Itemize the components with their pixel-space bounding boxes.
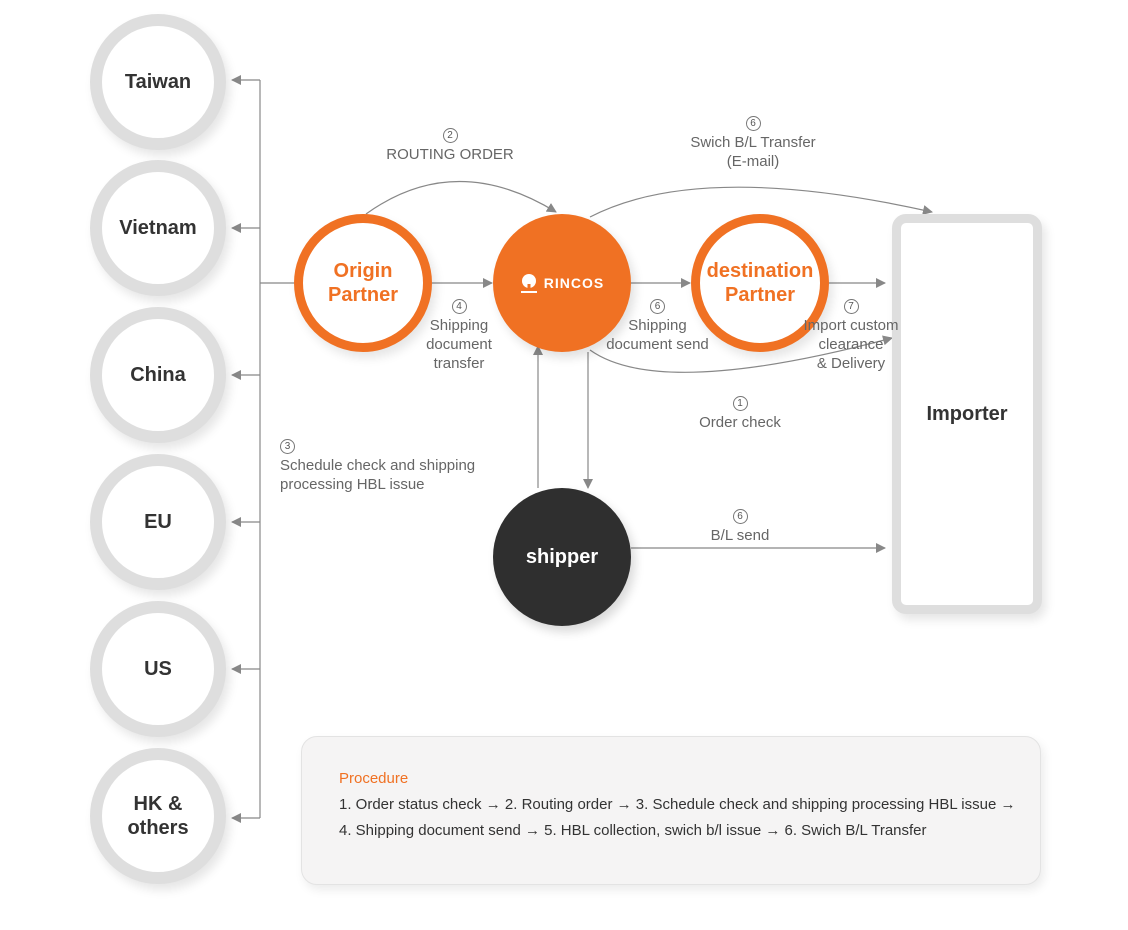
arc-swich-bl [589, 186, 933, 218]
label-routing-order: 2 ROUTING ORDER [386, 128, 514, 163]
procedure-box: Procedure 1. Order status check → 2. Rou… [301, 736, 1041, 885]
country-us: US [90, 601, 226, 737]
procedure-title: Procedure [339, 770, 409, 787]
label-schedule-check: 3 Schedule check and shipping processing… [280, 439, 476, 493]
country-hk-others: HK & others [90, 748, 226, 884]
shipper-node: shipper [493, 488, 631, 626]
rincos-logo: RINCOS [520, 273, 604, 293]
rincos-node: RINCOS [493, 214, 631, 352]
arc-order-check [589, 335, 893, 373]
importer-node: Importer [892, 214, 1042, 614]
label-bl-send: 6 B/L send [710, 509, 770, 544]
label-order-check: 1 Order check [699, 396, 781, 431]
arc-routing-order [365, 180, 557, 215]
label-shipping-doc-transfer: 4 Shipping document transfer [426, 299, 492, 372]
rincos-logo-text: RINCOS [543, 275, 605, 291]
label-shipping-doc-send: 6 Shipping document send [606, 299, 709, 353]
country-vietnam: Vietnam [90, 160, 226, 296]
country-taiwan: Taiwan [90, 14, 226, 150]
label-import-custom: 7 Import custom clearance & Delivery [803, 299, 899, 372]
country-eu: EU [90, 454, 226, 590]
destination-partner-node: destination Partner [691, 214, 829, 352]
rincos-logo-icon [520, 274, 537, 293]
label-swich-bl: 6 Swich B/L Transfer (E-mail) [690, 116, 816, 170]
procedure-line-2: 4. Shipping document send → 5. HBL colle… [339, 822, 927, 839]
origin-partner-node: Origin Partner [294, 214, 432, 352]
country-china: China [90, 307, 226, 443]
procedure-line-1: 1. Order status check → 2. Routing order… [339, 796, 1016, 813]
